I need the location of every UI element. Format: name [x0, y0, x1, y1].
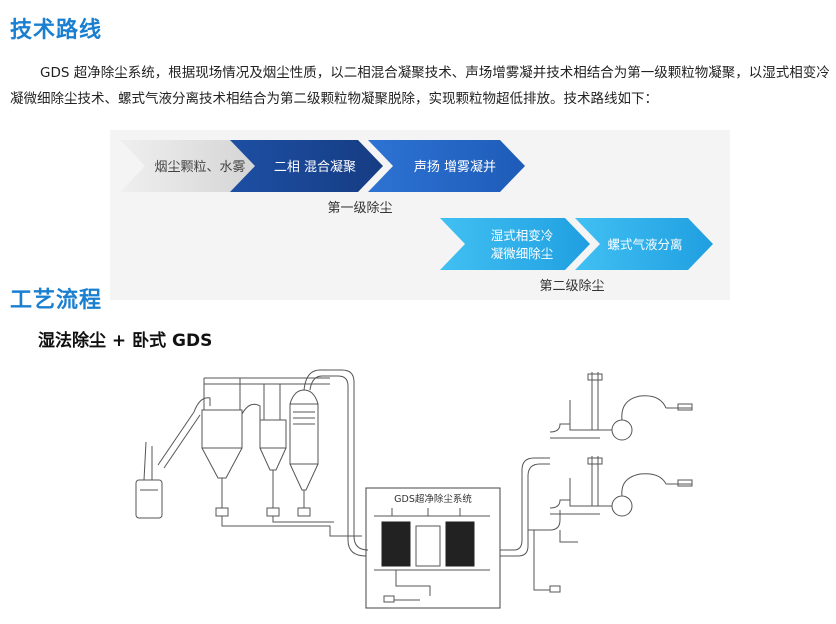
arrow-label-acoustic: 声扬 增雾凝并 — [414, 159, 496, 175]
arrow-cyclone — [575, 218, 713, 270]
section-title-process: 工艺流程 — [10, 288, 103, 313]
gds-unit: GDS超净除尘系统 — [365, 487, 501, 609]
intro-paragraph: GDS 超净除尘系统，根据现场情况及烟尘性质，以二相混合凝聚技术、声场增雾凝并技… — [10, 65, 830, 107]
arrow-particles-mist — [120, 140, 270, 192]
arrow-label-wet-2: 凝微细除尘 — [491, 246, 554, 261]
stack-branch-upper — [549, 372, 693, 441]
stack-pumps — [533, 530, 578, 593]
tech-route-svg: 烟尘颗粒、水雾 二相 混合凝聚 声扬 增雾凝并 第一级除尘 湿式相变冷 凝微细除… — [120, 140, 713, 294]
gds-box-label: GDS超净除尘系统 — [394, 493, 472, 505]
process-subtitle: 湿法除尘 + 卧式 GDS — [38, 331, 213, 351]
arrow-two-phase — [230, 140, 383, 192]
arrow-label-two-phase: 二相 混合凝聚 — [274, 159, 356, 175]
arrow-label-cyclone: 螺式气液分离 — [607, 237, 682, 252]
arrow-label-wet-1: 湿式相变冷 — [491, 228, 554, 243]
section-title-tech-route: 技术路线 — [10, 18, 103, 43]
feed-tank — [135, 441, 163, 519]
stage1-label: 第一级除尘 — [327, 201, 392, 216]
stack-branch-lower — [549, 456, 693, 517]
inlet-duct — [157, 397, 211, 469]
tech-route-diagram: 烟尘颗粒、水雾 二相 混合凝聚 声扬 增雾凝并 第一级除尘 湿式相变冷 凝微细除… — [110, 130, 730, 300]
scrubber-2 — [241, 384, 287, 517]
drain-piping — [221, 516, 362, 537]
stage2-label: 第二级除尘 — [539, 279, 604, 294]
arrow-acoustic — [368, 140, 525, 192]
outlet-duct — [500, 457, 561, 557]
process-flow-diagram: GDS超净除尘系统 — [130, 360, 710, 620]
scrubber-1 — [201, 377, 330, 517]
process-flow-svg: GDS超净除尘系统 — [135, 369, 693, 609]
riser-duct — [303, 369, 369, 557]
arrow-label-particles: 烟尘颗粒、水雾 — [154, 160, 245, 175]
arrow-wet-condense — [440, 218, 590, 270]
tower — [289, 389, 319, 517]
